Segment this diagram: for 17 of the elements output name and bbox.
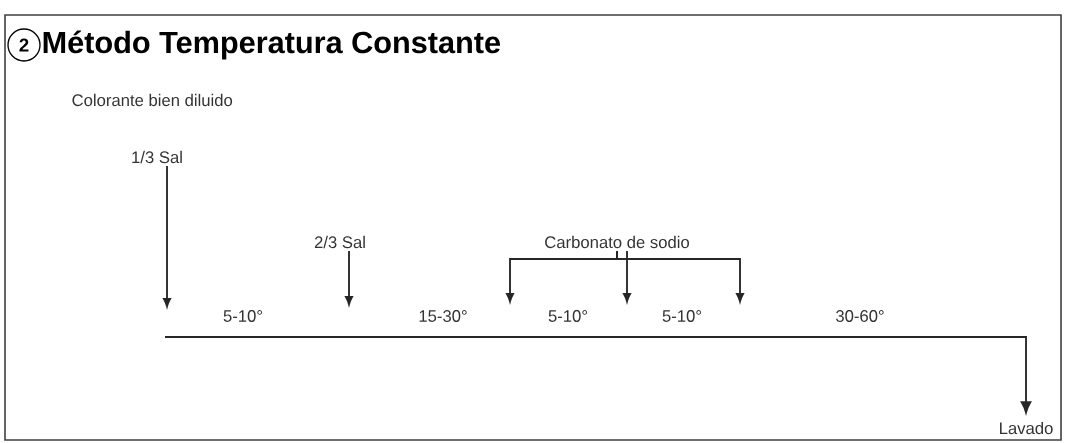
step-label: Carbonato de sodio [545, 235, 689, 249]
callout-number: 2 [7, 28, 41, 62]
note-text: Colorante bien diluido [72, 93, 233, 107]
arrow [616, 250, 744, 303]
temperature-label: 5-10° [548, 310, 587, 322]
step-label: 2/3 Sal [314, 235, 365, 249]
step-label: Lavado [1000, 421, 1053, 435]
step-label: 1/3 Sal [132, 150, 182, 164]
arrow [164, 336, 1032, 414]
arrow [345, 250, 353, 306]
arrow [623, 250, 631, 303]
temperature-label: 5-10° [662, 310, 701, 322]
arrow [163, 165, 171, 308]
temperature-label: 30-60° [836, 310, 884, 322]
title: Método Temperatura Constante [43, 30, 500, 60]
temperature-label: 15-30° [419, 310, 467, 322]
temperature-label: 5-10° [223, 310, 262, 322]
